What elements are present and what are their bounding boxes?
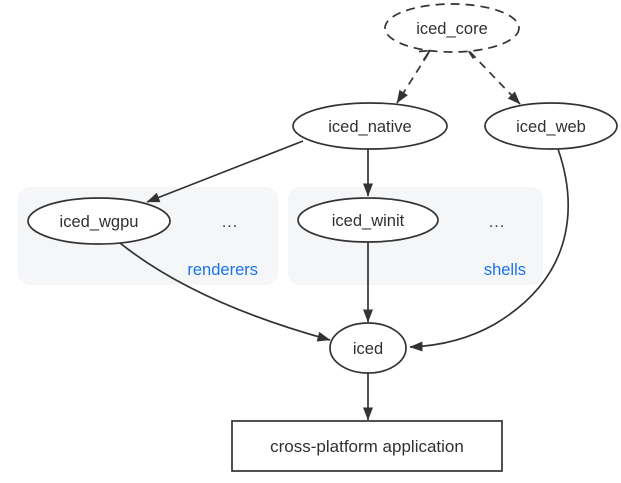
- edge-iced-web-to-iced: [409, 148, 569, 352]
- node-iced-winit-label: iced_winit: [332, 212, 405, 230]
- renderers-cluster-label: renderers: [187, 261, 258, 279]
- node-application-shape: [231, 420, 503, 472]
- edge-iced-native-to-iced-wgpu: [146, 140, 304, 203]
- dash-junction-chevron-left: [418, 49, 432, 61]
- shells-ellipsis-node: ...: [489, 214, 505, 231]
- node-iced-shape: [329, 322, 407, 374]
- edge-iced-core-to-iced-web: [469, 51, 521, 105]
- node-iced-native-shape: [292, 102, 448, 150]
- node-iced-core-shape: [384, 3, 520, 53]
- node-iced-web-shape: [484, 102, 618, 150]
- node-application-label: cross-platform application: [270, 437, 464, 456]
- shells-cluster-label: shells: [484, 261, 526, 279]
- node-iced-core-label: iced_core: [416, 20, 488, 38]
- node-iced-wgpu-label: iced_wgpu: [60, 213, 139, 231]
- edge-iced-core-to-iced-native: [396, 53, 429, 104]
- node-iced-web-label: iced_web: [516, 118, 586, 136]
- node-iced-winit-shape: [297, 197, 439, 243]
- node-iced-native-label: iced_native: [328, 118, 411, 136]
- node-iced-wgpu-shape: [27, 197, 171, 245]
- renderers-ellipsis-node: ...: [222, 214, 238, 231]
- edge-iced-wgpu-to-iced: [119, 242, 331, 342]
- node-iced-label: iced: [353, 340, 383, 358]
